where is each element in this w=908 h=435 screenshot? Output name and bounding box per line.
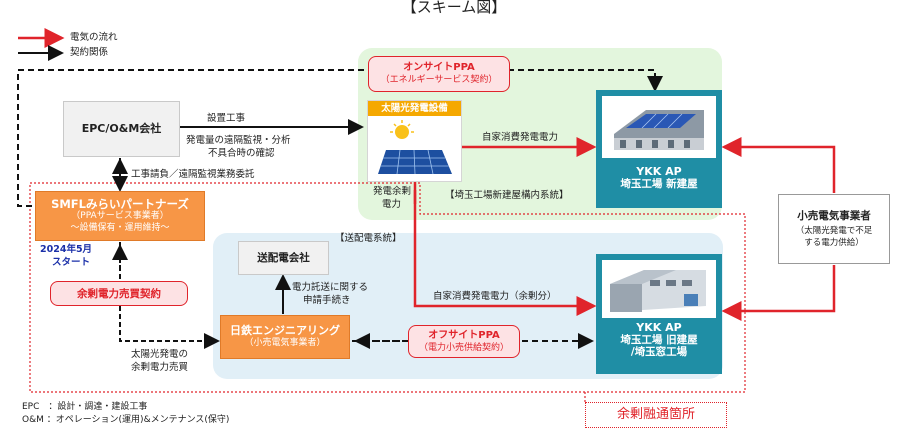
wheeling-label-2: 申請手続き (303, 295, 351, 306)
nittetsu-role: （小売電気事業者） (244, 338, 326, 348)
epc-label: EPC/O&M会社 (81, 122, 162, 135)
monitoring-label-1: 発電量の遠隔監視・分析 (186, 135, 291, 146)
tso-box: 送配電会社 (238, 241, 329, 275)
factory-building-icon (602, 96, 716, 158)
retail-supply-old-line (721, 265, 836, 321)
onsite-ppa-title: オンサイトPPA (403, 62, 475, 73)
smfl-name: SMFLみらいパートナーズ (51, 197, 189, 211)
legend-electric-label: 電気の流れ (70, 32, 118, 43)
ykk-old-site: 埼玉工場 旧建屋 (620, 334, 698, 346)
surplus-label-1: 発電余剰 (373, 186, 412, 197)
retailer-note-1: （太陽光発電で不足 (795, 225, 873, 236)
onsite-contract-line (17, 69, 663, 207)
surplus-area-outline (29, 182, 746, 393)
solar-panel-icon (378, 120, 452, 175)
smfl-role: （PPAサービス事業者） (71, 211, 169, 221)
ykk-old-building: YKK AP 埼玉工場 旧建屋 /埼玉窓工場 (596, 254, 722, 374)
self-use-surplus-label: 自家消費発電電力（余剰分） (433, 291, 557, 302)
subcontract-label: 工事請負／遠隔監視業務委託 (131, 169, 255, 180)
monitoring-label-2: 不具合時の確認 (208, 148, 275, 159)
surplus-label-2: 電力 (382, 199, 402, 210)
ykk-new-name: YKK AP (636, 165, 682, 178)
construction-label: 設置工事 (207, 113, 246, 124)
surplus-sale-label-1: 太陽光発電の (131, 349, 189, 360)
retailer-note-2: する電力供給） (804, 237, 864, 248)
tso-label: 送配電会社 (257, 252, 310, 264)
start-label: スタート (52, 257, 91, 268)
onsite-ppa-subtitle: （エネルギーサービス契約） (380, 75, 498, 85)
retailer-name: 小売電気事業者 (797, 209, 871, 222)
ykk-old-name: YKK AP (636, 321, 682, 334)
retailer-box: 小売電気事業者 （太陽光発電で不足 する電力供給） (778, 194, 890, 264)
surplus-area-text: 余剰融通箇所 (616, 407, 695, 422)
epc-box: EPC/O&M会社 (63, 101, 180, 157)
surplus-sale-line (119, 242, 220, 349)
surplus-area-label: 余剰融通箇所 (585, 402, 727, 428)
footnote-epc: EPC ：設計・調達・建設工事 (22, 402, 148, 412)
self-use-label: 自家消費発電電力 (482, 132, 559, 143)
legend-contract-label: 契約関係 (70, 47, 109, 58)
solar-equipment: 太陽光発電設備 (367, 100, 462, 182)
grid-system-label: 【送配電系統】 (335, 233, 402, 244)
nittetsu-box: 日鉄エンジニアリング （小売電気事業者） (220, 315, 350, 359)
wheeling-label-1: 電力託送に関する (292, 282, 369, 293)
footnote-om: O&M ：オペレーション(運用)&メンテナンス(保守) (22, 415, 230, 425)
smfl-duty: ～設備保有・運用維持～ (70, 223, 170, 233)
offsite-ppa-title: オフサイトPPA (428, 329, 500, 341)
surplus-flow-line (413, 180, 597, 316)
retail-supply-new-line (721, 137, 836, 193)
smfl-box: SMFLみらいパートナーズ （PPAサービス事業者） ～設備保有・運用維持～ (35, 191, 205, 241)
diagram-title: 【スキーム図】 (401, 0, 507, 16)
surplus-contract-pill: 余剰電力売買契約 (50, 281, 188, 306)
surplus-contract-label: 余剰電力売買契約 (77, 287, 161, 300)
warehouse-building-icon (602, 260, 716, 318)
onsite-ppa-pill: オンサイトPPA （エネルギーサービス契約） (368, 56, 510, 92)
offsite-ppa-subtitle: （電力小売供給契約） (418, 342, 509, 353)
offsite-ppa-pill: オフサイトPPA （電力小売供給契約） (408, 325, 520, 358)
inside-new-system-label: 【埼玉工場新建屋構内系統】 (445, 190, 569, 201)
surplus-sale-label-2: 余剰電力売買 (131, 362, 189, 373)
solar-label: 太陽光発電設備 (368, 101, 461, 116)
ykk-old-site-2: /埼玉窓工場 (630, 346, 688, 358)
ykk-new-building: YKK AP 埼玉工場 新建屋 (596, 90, 722, 208)
nittetsu-name: 日鉄エンジニアリング (230, 324, 340, 337)
start-date: 2024年5月 (40, 244, 93, 255)
ykk-new-site: 埼玉工場 新建屋 (620, 178, 698, 190)
